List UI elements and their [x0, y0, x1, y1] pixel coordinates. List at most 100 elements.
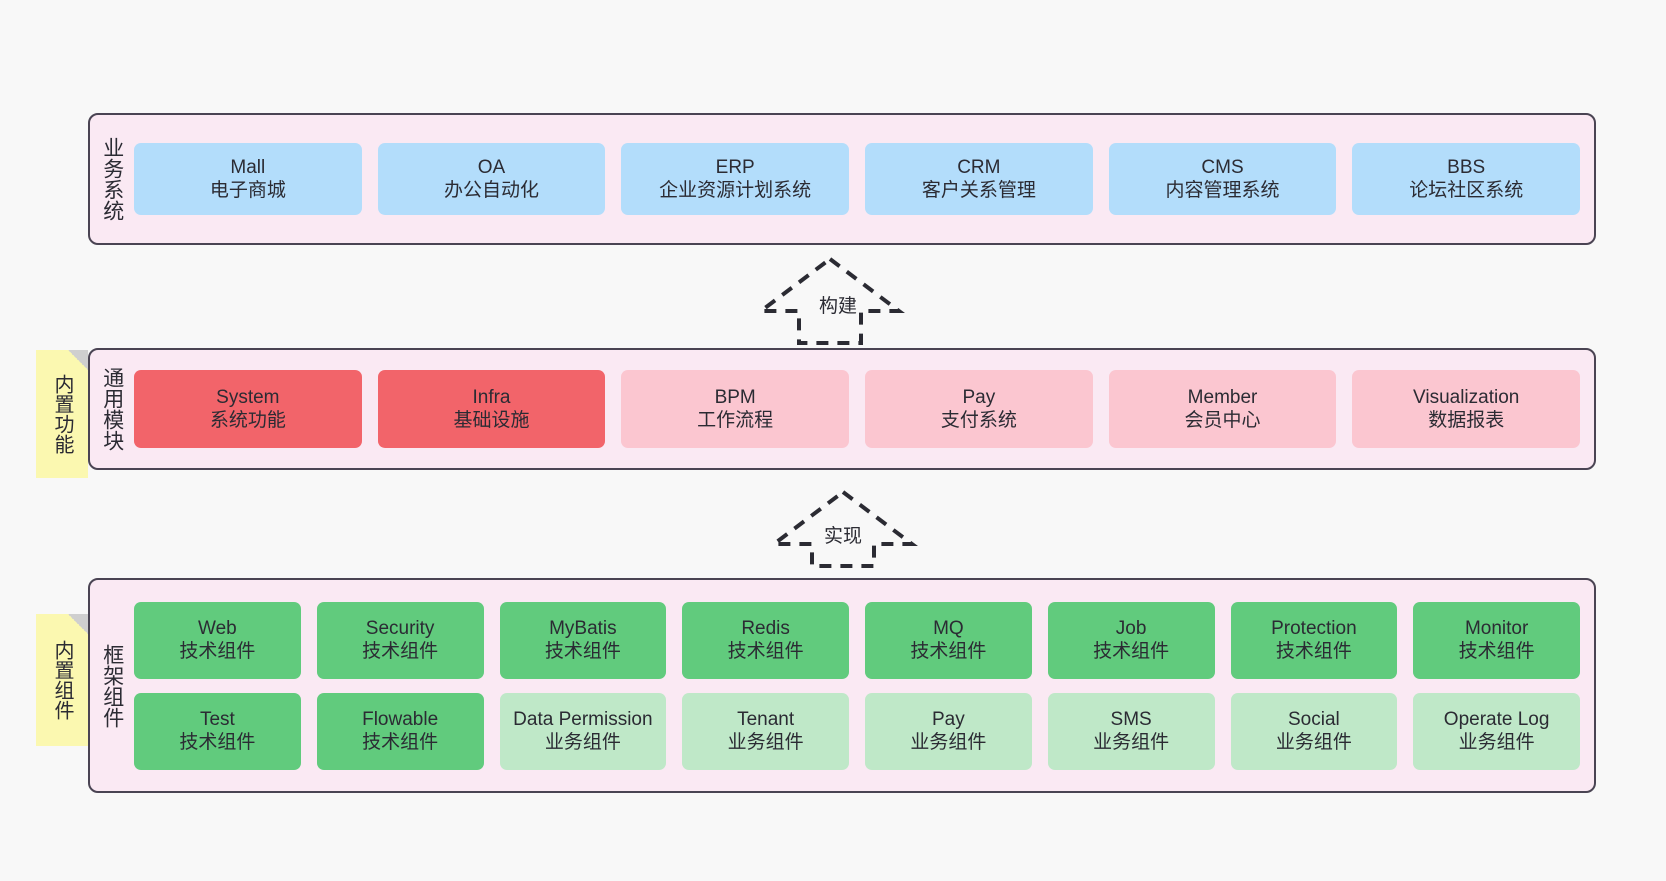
- node-title-cn: 业务组件: [727, 732, 804, 753]
- implement-arrow-label: 实现: [824, 526, 863, 547]
- node-title-en: Monitor: [1464, 617, 1529, 639]
- node-title-cn: 数据报表: [1428, 410, 1505, 431]
- node-title-cn: 技术组件: [179, 732, 256, 753]
- node-title-cn: 内容管理系统: [1165, 180, 1280, 201]
- node-title-en: OA: [477, 156, 506, 178]
- node-title-cn: 业务组件: [544, 732, 621, 753]
- node-title-en: SMS: [1110, 708, 1152, 730]
- node-title-cn: 系统功能: [209, 410, 286, 431]
- node-title-en: MyBatis: [549, 617, 617, 639]
- node-title-en: Social: [1288, 708, 1340, 730]
- note-builtin-components: 内置组件: [36, 614, 88, 746]
- node-title-en: Pay: [962, 386, 996, 408]
- layer-title-framework-components: 框架组件: [100, 643, 124, 728]
- node-title-en: Protection: [1271, 617, 1357, 639]
- node-title-en: Web: [198, 617, 237, 639]
- layer-title-business-system: 业务系统: [100, 137, 124, 221]
- node-title-en: Redis: [741, 617, 790, 639]
- node-title-cn: 技术组件: [544, 641, 621, 662]
- build-arrow-icon: [755, 255, 905, 347]
- node-title-en: Pay: [932, 708, 965, 730]
- node-title-cn: 会员中心: [1184, 410, 1261, 431]
- implement-arrow-icon: [768, 488, 918, 568]
- node-title-en: Tenant: [737, 708, 795, 730]
- node-title-en: CRM: [957, 156, 1001, 178]
- node-title-cn: 业务组件: [910, 732, 987, 753]
- node-title-cn: 支付系统: [940, 410, 1017, 431]
- node-title-cn: 技术组件: [362, 732, 439, 753]
- node-title-en: CMS: [1201, 156, 1244, 178]
- node-title-cn: 技术组件: [910, 641, 987, 662]
- node-title-cn: 技术组件: [727, 641, 804, 662]
- node-title-cn: 技术组件: [179, 641, 256, 662]
- node-title-cn: 工作流程: [697, 410, 774, 431]
- node-title-en: Infra: [472, 386, 511, 408]
- layer-title-common-modules: 通用模块: [100, 367, 124, 451]
- note-label: 内置组件: [51, 640, 73, 720]
- node-title-cn: 业务组件: [1275, 732, 1352, 753]
- node-title-en: Operate Log: [1443, 708, 1550, 730]
- node-title-cn: 基础设施: [453, 410, 530, 431]
- node-title-cn: 论坛社区系统: [1409, 180, 1524, 201]
- node-title-en: BBS: [1447, 156, 1486, 178]
- node-title-cn: 技术组件: [1458, 641, 1535, 662]
- node-title-cn: 企业资源计划系统: [659, 180, 812, 201]
- note-label: 内置功能: [51, 374, 73, 454]
- node-title-en: System: [216, 386, 280, 408]
- build-arrow-label: 构建: [819, 296, 858, 317]
- node-title-cn: 技术组件: [1093, 641, 1170, 662]
- node-title-en: ERP: [715, 156, 755, 178]
- node-title-en: Data Permission: [513, 708, 653, 730]
- node-title-cn: 技术组件: [1275, 641, 1352, 662]
- node-title-en: Flowable: [362, 708, 439, 730]
- node-title-cn: 业务组件: [1093, 732, 1170, 753]
- node-title-en: Visualization: [1413, 386, 1520, 408]
- node-title-cn: 业务组件: [1458, 732, 1535, 753]
- node-title-en: MQ: [933, 617, 964, 639]
- node-title-cn: 电子商城: [209, 180, 286, 201]
- node-title-cn: 技术组件: [362, 641, 439, 662]
- node-title-cn: 客户关系管理: [921, 180, 1036, 201]
- node-title-en: Mall: [230, 156, 266, 178]
- note-builtin-features: 内置功能: [36, 350, 88, 478]
- node-title-en: BPM: [714, 386, 756, 408]
- node-title-en: Test: [199, 708, 235, 730]
- node-title-cn: 办公自动化: [444, 180, 540, 201]
